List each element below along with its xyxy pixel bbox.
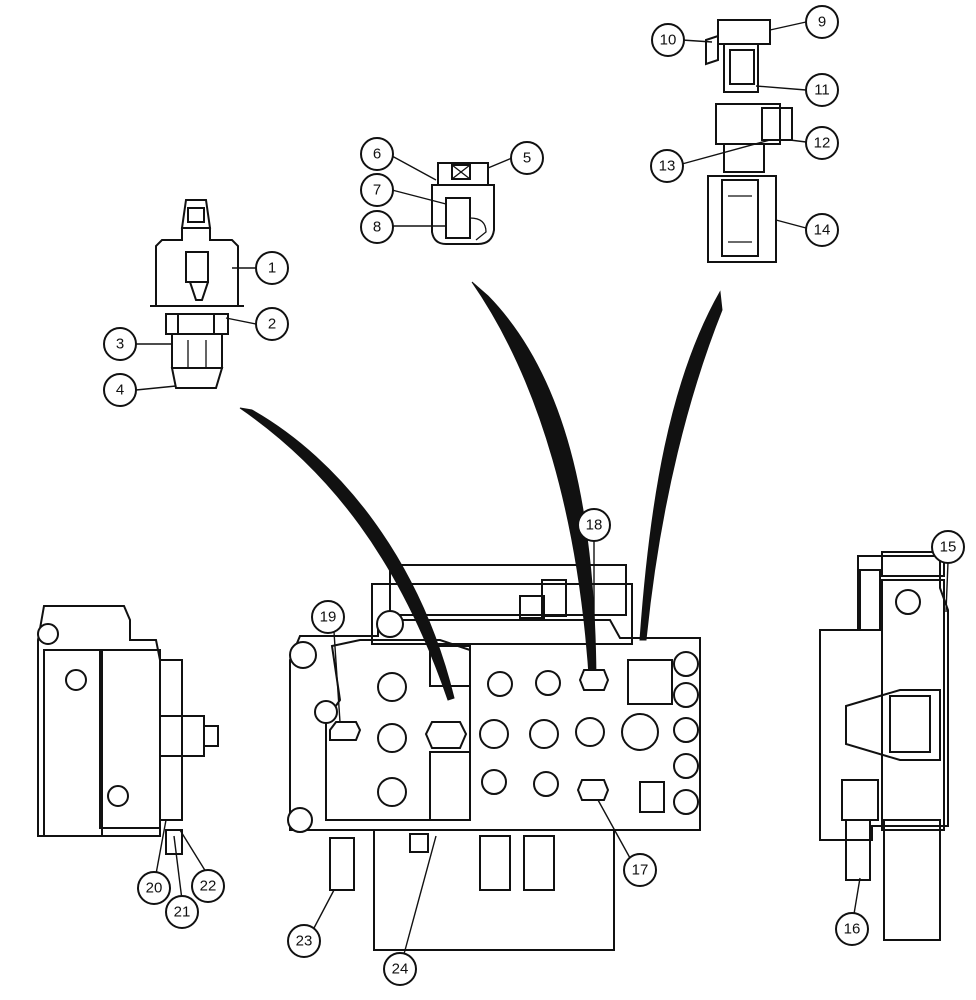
callout-13: 13 [650, 149, 684, 183]
callout-12-label: 12 [814, 135, 831, 152]
check-valve-detail [431, 162, 495, 245]
callout-14: 14 [805, 213, 839, 247]
leader-lines [134, 21, 949, 955]
callout-17: 17 [623, 853, 657, 887]
callout-2-label: 2 [268, 316, 276, 333]
callout-24-label: 24 [392, 961, 409, 978]
callout-10: 10 [651, 23, 685, 57]
callout-21: 21 [165, 895, 199, 929]
callout-1-label: 1 [268, 260, 276, 277]
callout-18-label: 18 [586, 517, 603, 534]
callout-13-label: 13 [659, 158, 676, 175]
callout-6-label: 6 [373, 146, 381, 163]
callout-5-label: 5 [523, 150, 531, 167]
callout-2: 2 [255, 307, 289, 341]
callout-3: 3 [103, 327, 137, 361]
callout-22: 22 [191, 869, 225, 903]
callout-7-label: 7 [373, 182, 381, 199]
callout-6: 6 [360, 137, 394, 171]
right-side-view [819, 551, 949, 941]
callout-16: 16 [835, 912, 869, 946]
callout-16-label: 16 [844, 921, 861, 938]
callout-4: 4 [103, 373, 137, 407]
callout-10-label: 10 [660, 32, 677, 49]
callout-19: 19 [311, 600, 345, 634]
callout-11: 11 [805, 73, 839, 107]
callout-24: 24 [383, 952, 417, 986]
relief-valve-detail [150, 199, 244, 389]
callout-4-label: 4 [116, 382, 124, 399]
callout-9: 9 [805, 5, 839, 39]
callout-23-label: 23 [296, 933, 313, 950]
left-side-view [37, 605, 219, 855]
callout-8: 8 [360, 210, 394, 244]
callout-21-label: 21 [174, 904, 191, 921]
callout-14-label: 14 [814, 222, 831, 239]
callout-11-label: 11 [814, 82, 830, 99]
callout-15: 15 [931, 530, 965, 564]
callout-15-label: 15 [940, 539, 957, 556]
callout-7: 7 [360, 173, 394, 207]
callout-18: 18 [577, 508, 611, 542]
callout-9-label: 9 [818, 14, 826, 31]
callout-20-label: 20 [146, 880, 163, 897]
callout-20: 20 [137, 871, 171, 905]
callout-22-label: 22 [200, 878, 217, 895]
main-valve-front-view [287, 564, 701, 951]
callout-17-label: 17 [632, 862, 649, 879]
callout-8-label: 8 [373, 219, 381, 236]
callout-23: 23 [287, 924, 321, 958]
callout-5: 5 [510, 141, 544, 175]
callout-12: 12 [805, 126, 839, 160]
callout-3-label: 3 [116, 336, 124, 353]
callout-19-label: 19 [320, 609, 337, 626]
cartridge-valve-detail [705, 19, 793, 263]
callout-1: 1 [255, 251, 289, 285]
